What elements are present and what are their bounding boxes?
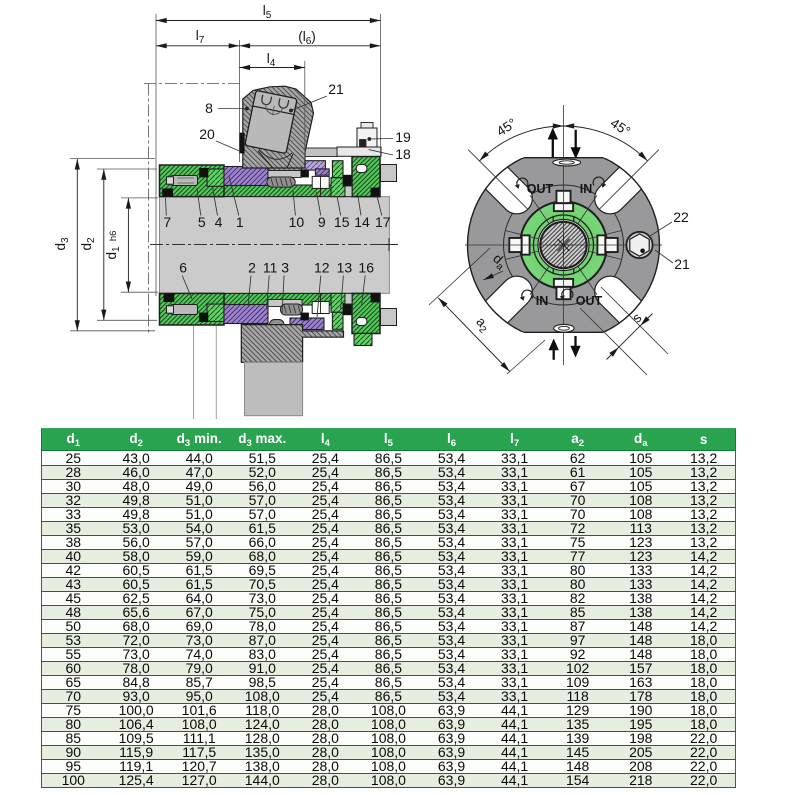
- svg-text:2: 2: [248, 260, 256, 276]
- svg-text:12: 12: [314, 260, 330, 276]
- svg-text:8: 8: [205, 100, 213, 116]
- svg-text:14: 14: [354, 214, 370, 230]
- svg-text:l5: l5: [263, 3, 272, 21]
- svg-text:3: 3: [281, 260, 289, 276]
- svg-text:19: 19: [395, 129, 411, 145]
- svg-text:21: 21: [674, 256, 690, 272]
- svg-text:d2: d2: [79, 237, 97, 251]
- svg-text:IN: IN: [536, 294, 549, 308]
- svg-text:18: 18: [395, 146, 411, 162]
- svg-text:l7: l7: [196, 28, 205, 46]
- svg-text:7: 7: [163, 214, 171, 230]
- svg-text:6: 6: [179, 260, 187, 276]
- svg-text:OUT: OUT: [576, 294, 603, 308]
- svg-text:17: 17: [375, 214, 391, 230]
- svg-text:11: 11: [263, 260, 278, 276]
- svg-text:d3: d3: [53, 237, 71, 251]
- svg-text:(l6): (l6): [298, 29, 316, 47]
- svg-text:13: 13: [337, 260, 353, 276]
- svg-text:4: 4: [215, 214, 223, 230]
- svg-text:10: 10: [289, 214, 305, 230]
- svg-text:20: 20: [199, 126, 215, 142]
- svg-text:d1 h6: d1 h6: [104, 231, 122, 260]
- svg-text:21: 21: [328, 81, 344, 97]
- svg-text:1: 1: [236, 214, 244, 230]
- svg-text:5: 5: [198, 214, 206, 230]
- svg-text:16: 16: [358, 260, 374, 276]
- svg-text:IN: IN: [580, 182, 593, 196]
- svg-text:l4: l4: [267, 51, 276, 69]
- svg-text:OUT: OUT: [527, 182, 554, 196]
- svg-text:22: 22: [673, 209, 689, 225]
- svg-text:15: 15: [334, 214, 350, 230]
- svg-text:9: 9: [318, 214, 326, 230]
